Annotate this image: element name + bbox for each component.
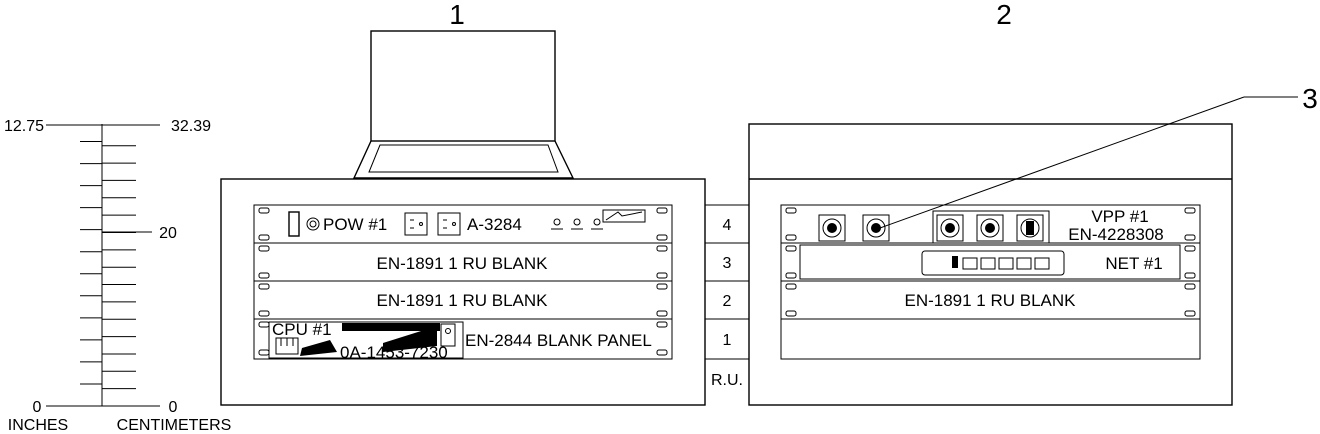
ru-label: R.U. bbox=[711, 372, 743, 389]
rack1-blank-ru3-label: EN-1891 1 RU BLANK bbox=[376, 254, 548, 273]
ru-number-1: 1 bbox=[723, 332, 732, 349]
rack-2-enclosure bbox=[748, 123, 1233, 406]
ru-number-2: 2 bbox=[723, 293, 732, 310]
blank-panel-label: EN-2844 BLANK PANEL bbox=[465, 331, 652, 350]
power-switch-icon bbox=[288, 211, 300, 237]
cpu-part-number: 0A-1453-7230 bbox=[340, 343, 448, 362]
scale-inches-label: INCHES bbox=[8, 417, 68, 434]
power-part-number: A-3284 bbox=[467, 215, 522, 234]
net-label: NET #1 bbox=[1105, 254, 1162, 273]
ru-column bbox=[705, 204, 749, 360]
rack2-blank-ru2-label: EN-1891 1 RU BLANK bbox=[904, 291, 1076, 310]
connector-icon bbox=[976, 214, 1004, 242]
ethernet-port-icon bbox=[962, 257, 1050, 270]
cpu-blank-unit bbox=[253, 318, 673, 360]
scale-cm-top: 32.39 bbox=[171, 118, 211, 135]
power-label: POW #1 bbox=[323, 215, 387, 234]
scale-cm-mid: 20 bbox=[159, 225, 177, 242]
scale-cm-label: CENTIMETERS bbox=[117, 417, 232, 434]
power-strip-unit bbox=[253, 204, 673, 244]
rack-1-enclosure bbox=[220, 178, 706, 406]
vpp-part-number: EN-4228308 bbox=[1068, 225, 1163, 244]
callout-3-leader bbox=[879, 96, 1298, 229]
cpu-chassis bbox=[268, 321, 464, 359]
callout-3: 3 bbox=[1302, 83, 1318, 114]
scale-inches-top: 12.75 bbox=[4, 118, 44, 135]
callout-1: 1 bbox=[449, 0, 465, 30]
indicator-icon bbox=[551, 218, 603, 230]
vpp-label: VPP #1 bbox=[1091, 207, 1148, 226]
xlr-connector-icon bbox=[818, 214, 846, 242]
empty-slot bbox=[780, 318, 1201, 360]
connector-icon bbox=[936, 214, 964, 242]
scale-inches-bottom: 0 bbox=[33, 399, 42, 416]
connector-icon bbox=[1016, 214, 1044, 242]
scale-ruler bbox=[46, 124, 160, 407]
callout-2: 2 bbox=[996, 0, 1012, 30]
laptop-icon bbox=[352, 30, 575, 179]
outlet-icon bbox=[437, 212, 461, 236]
breaker-icon bbox=[306, 217, 320, 231]
cpu-label: CPU #1 bbox=[272, 320, 332, 339]
brand-logo-icon bbox=[602, 209, 646, 223]
rack1-blank-ru2-label: EN-1891 1 RU BLANK bbox=[376, 291, 548, 310]
xlr-connector-icon bbox=[862, 214, 890, 242]
scale-cm-bottom: 0 bbox=[169, 399, 178, 416]
ru-number-3: 3 bbox=[723, 255, 732, 272]
ru-number-4: 4 bbox=[723, 217, 732, 234]
outlet-icon bbox=[404, 212, 428, 236]
